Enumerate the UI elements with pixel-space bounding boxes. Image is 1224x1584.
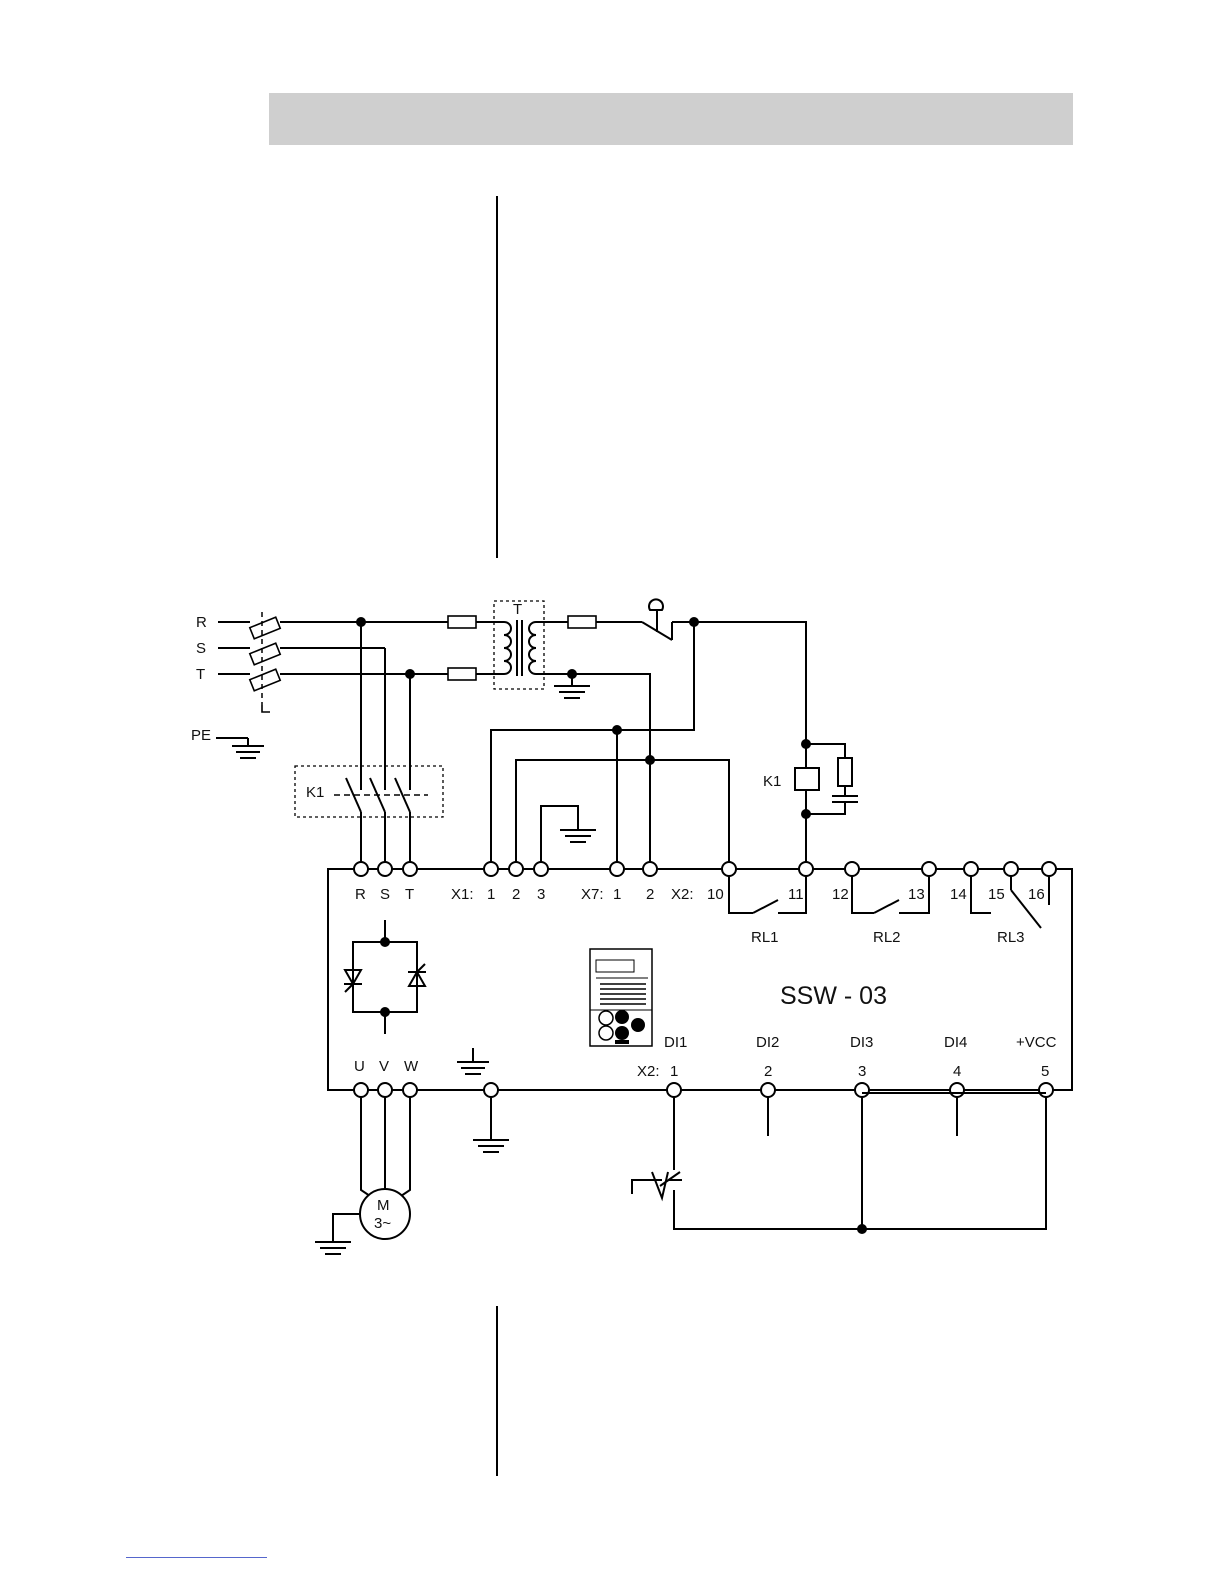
di-name-vcc: +VCC bbox=[1016, 1034, 1057, 1051]
di-pin-4: 4 bbox=[953, 1063, 961, 1080]
di-pin-2: 2 bbox=[764, 1063, 772, 1080]
pe-ground-symbol bbox=[232, 738, 264, 758]
contactor-box-label: K1 bbox=[306, 784, 324, 801]
terminal-label-s: S bbox=[380, 886, 390, 903]
di-name-di3: DI3 bbox=[850, 1034, 873, 1051]
motor-ground-symbol bbox=[315, 1236, 351, 1254]
contactor-coil bbox=[795, 768, 819, 790]
x2-pin-14: 14 bbox=[950, 886, 967, 903]
x2-pin-15: 15 bbox=[988, 886, 1005, 903]
relay-label-rl1: RL1 bbox=[751, 929, 779, 946]
output-label-u: U bbox=[354, 1058, 365, 1075]
internal-ground-icon bbox=[457, 1048, 489, 1074]
terminal-label-t: T bbox=[405, 886, 414, 903]
thyristor-bridge-icon bbox=[344, 920, 426, 1034]
junction-di3-vcc bbox=[857, 1224, 867, 1234]
supply-label-r: R bbox=[196, 614, 207, 631]
di-pin-3: 3 bbox=[858, 1063, 866, 1080]
x7-pin-2: 2 bbox=[646, 886, 654, 903]
transformer-label: T bbox=[513, 601, 522, 618]
x2-relay-block-label: X2: bbox=[671, 886, 694, 903]
x2-di-block-label: X2: bbox=[637, 1063, 660, 1080]
supply-label-t: T bbox=[196, 666, 205, 683]
supply-label-pe: PE bbox=[191, 727, 211, 744]
contactor-coil-label: K1 bbox=[763, 773, 781, 790]
x1-pin-3: 3 bbox=[537, 886, 545, 903]
device-name: SSW - 03 bbox=[780, 982, 887, 1010]
di-name-di2: DI2 bbox=[756, 1034, 779, 1051]
x2-pin-12: 12 bbox=[832, 886, 849, 903]
relay-label-rl2: RL2 bbox=[873, 929, 901, 946]
di-pin-1: 1 bbox=[670, 1063, 678, 1080]
x7-block-label: X7: bbox=[581, 886, 604, 903]
input-fuses bbox=[250, 612, 280, 712]
relay-label-rl3: RL3 bbox=[997, 929, 1025, 946]
di-name-di4: DI4 bbox=[944, 1034, 967, 1051]
x1-block-label: X1: bbox=[451, 886, 474, 903]
transformer-windings bbox=[504, 620, 536, 676]
x2-pin-13: 13 bbox=[908, 886, 925, 903]
motor-label-line1: M bbox=[377, 1197, 390, 1214]
terminal-label-r: R bbox=[355, 886, 366, 903]
motor-label-line2: 3~ bbox=[374, 1215, 391, 1232]
x1-ground-symbol bbox=[560, 830, 596, 842]
contactor-contacts bbox=[334, 778, 428, 812]
di-name-di1: DI1 bbox=[664, 1034, 687, 1051]
output-label-v: V bbox=[379, 1058, 389, 1075]
rc-resistor bbox=[838, 758, 852, 786]
keypad-hmi-icon bbox=[590, 949, 652, 1046]
chassis-ground-symbol bbox=[473, 1140, 509, 1152]
x1-pin-2: 2 bbox=[512, 886, 520, 903]
x1-pin-1: 1 bbox=[487, 886, 495, 903]
x7-pin-1: 1 bbox=[613, 886, 621, 903]
transformer-ground-symbol bbox=[554, 674, 590, 698]
x2-pin-11: 11 bbox=[788, 886, 804, 903]
x2-pin-16: 16 bbox=[1028, 886, 1045, 903]
di-pin-5: 5 bbox=[1041, 1063, 1049, 1080]
x2-pin-10: 10 bbox=[707, 886, 724, 903]
emergency-stop-button bbox=[642, 599, 672, 640]
supply-label-s: S bbox=[196, 640, 206, 657]
output-label-w: W bbox=[404, 1058, 419, 1075]
